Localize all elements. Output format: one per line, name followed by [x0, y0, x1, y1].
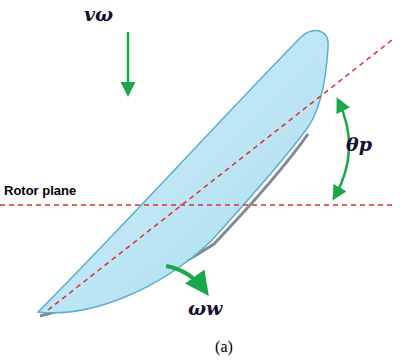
chord-line — [48, 40, 392, 310]
rotor-speed-label: ωw — [188, 298, 222, 319]
figure-caption: (a) — [215, 338, 233, 356]
wind-arrow — [127, 32, 130, 94]
wind-speed-label: vω — [84, 4, 113, 25]
rotor-plane-label: Rotor plane — [4, 184, 76, 198]
pitch-angle-label: θp — [346, 134, 372, 155]
blade-body — [38, 31, 328, 313]
rotation-arrow — [166, 266, 206, 292]
rotor-plane-line — [0, 204, 396, 206]
